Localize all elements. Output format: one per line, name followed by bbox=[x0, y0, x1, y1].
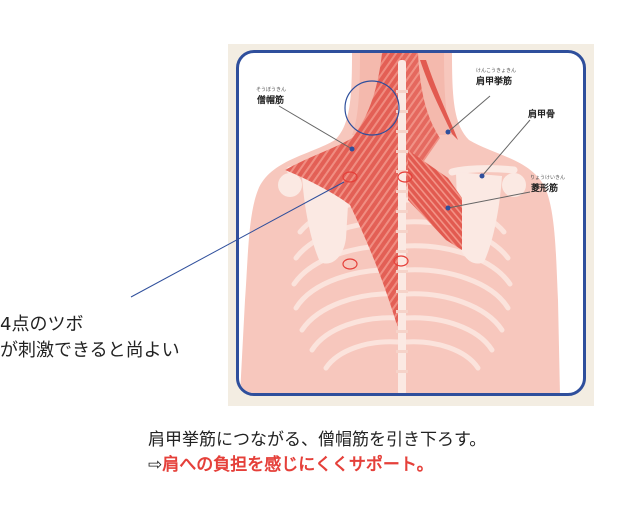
acupoint-marker bbox=[342, 258, 358, 270]
acupoint-markers bbox=[342, 171, 413, 270]
rhomboid-muscle bbox=[408, 150, 462, 250]
acupoint-marker bbox=[342, 171, 358, 183]
trapezius-highlight-circle bbox=[344, 80, 400, 136]
caption: 肩甲挙筋につながる、僧帽筋を引き下ろす。 ⇨肩への負担を感じにくくサポート。 bbox=[148, 428, 486, 478]
acupoint-marker bbox=[393, 255, 409, 267]
caption-line-1: 肩甲挙筋につながる、僧帽筋を引き下ろす。 bbox=[148, 430, 487, 450]
scapula-label: 肩甲骨 bbox=[528, 110, 556, 120]
caption-emphasis: 肩への負担を感じにくくサポート。 bbox=[162, 455, 434, 475]
trapezius-furigana: そうぼうきん bbox=[256, 87, 287, 93]
scapula-right bbox=[456, 172, 502, 264]
levator-scapulae-label: 肩甲挙筋 bbox=[476, 77, 513, 87]
rhomboid-label: 菱形筋 bbox=[531, 184, 559, 194]
rhomboid-furigana: りょうけいきん bbox=[530, 175, 566, 181]
acupoint-marker bbox=[397, 171, 413, 183]
levator-scapulae-furigana: けんこうきょきん bbox=[476, 68, 517, 74]
caption-line-2: ⇨肩への負担を感じにくくサポート。 bbox=[148, 453, 486, 478]
callout-line-2: が刺激できると尚よい bbox=[0, 340, 180, 361]
callout-line bbox=[130, 181, 345, 298]
trapezius-label: 僧帽筋 bbox=[257, 96, 285, 106]
acupoint-callout: 4点のツボ が刺激できると尚よい bbox=[0, 312, 180, 364]
arrow-icon: ⇨ bbox=[148, 455, 163, 475]
callout-line-1: 4点のツボ bbox=[0, 314, 84, 335]
levator-scapulae-muscle bbox=[420, 60, 458, 140]
trapezius-muscle bbox=[285, 53, 404, 340]
